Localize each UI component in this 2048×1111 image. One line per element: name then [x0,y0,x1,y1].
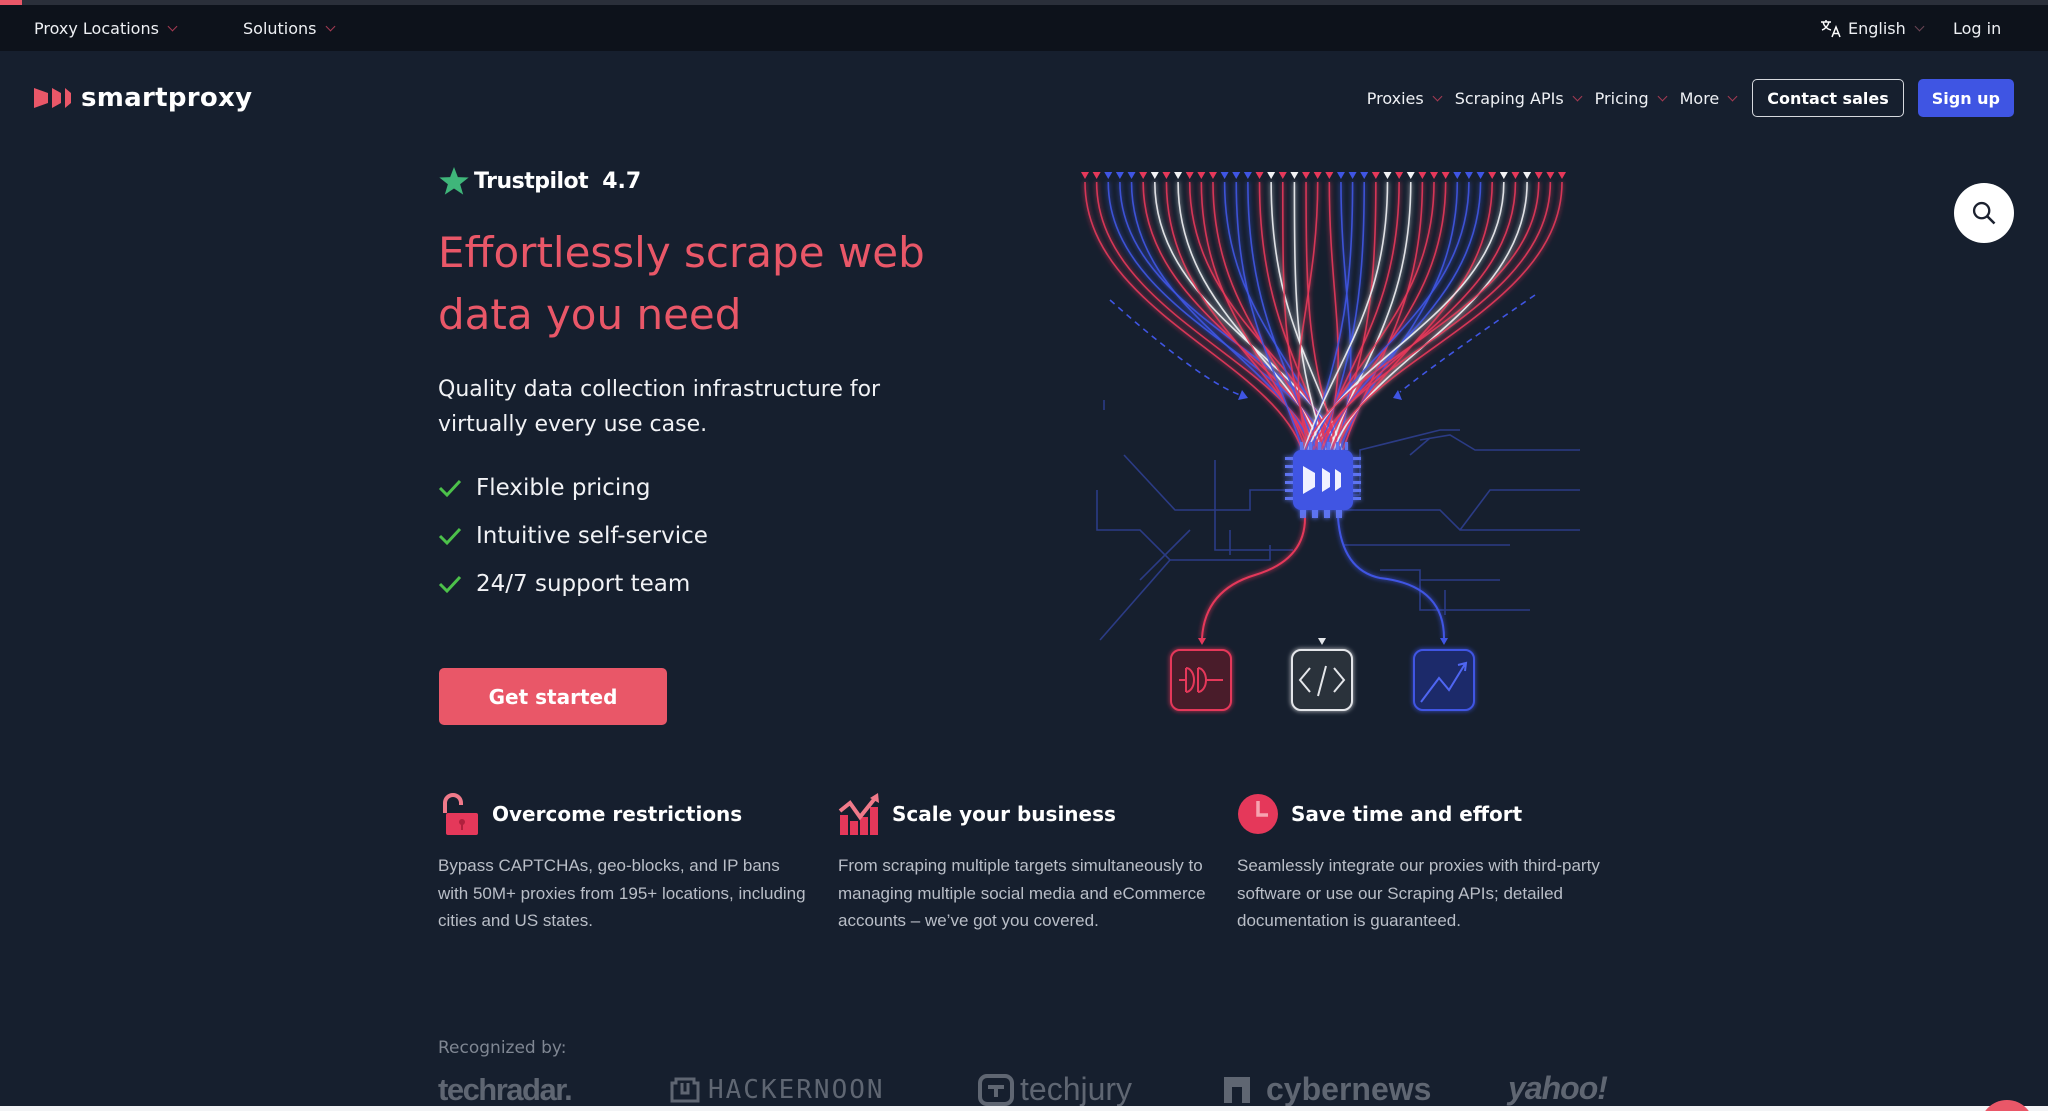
techjury-icon [978,1073,1014,1106]
get-started-button[interactable]: Get started [439,668,667,725]
techradar-logo-text: techradar. [438,1071,573,1107]
trustpilot-score: 4.7 [602,168,642,194]
nav-pricing[interactable]: Pricing [1594,88,1668,108]
plug-icon [1170,649,1232,711]
chevron-down-icon [1432,91,1443,101]
benefit-card: Overcome restrictions Bypass CAPTCHAs, g… [438,792,808,935]
chevron-down-icon [1572,91,1583,101]
language-label: English [1848,18,1906,38]
contact-sales-button[interactable]: Contact sales [1752,79,1904,117]
nav-scraping-apis[interactable]: Scraping APIs [1454,88,1583,108]
hackernoon-logo[interactable]: HACKERNOON [668,1068,885,1111]
code-icon [1291,649,1353,711]
login-label: Log in [1953,18,2002,38]
page-progress-fill [0,0,22,5]
logo-text: smartproxy [81,83,253,113]
benefit-text: Bypass CAPTCHAs, geo-blocks, and IP bans… [438,856,806,930]
feature-label: 24/7 support team [476,571,691,597]
star-icon [439,167,469,195]
viewport-bottom-edge [0,1106,2048,1111]
hero-title: Effortlessly scrape web data you need [438,228,925,339]
check-icon [438,479,462,498]
logo-mark-icon [34,88,71,108]
utility-bar: Proxy Locations Solutions English Log in [0,5,2048,51]
nav-more[interactable]: More [1679,88,1738,108]
smartproxy-logo[interactable]: smartproxy [34,83,252,113]
recognized-by-label: Recognized by: [438,1038,567,1058]
feature-label: Flexible pricing [476,475,651,501]
chevron-down-icon [1914,21,1925,31]
nav-proxies-label: Proxies [1366,88,1424,108]
trend-chart-icon [1413,649,1475,711]
nav-more-label: More [1679,88,1720,108]
nav-links: Proxies Scraping APIs Pricing More Conta… [1367,79,2014,117]
clock-icon [1238,794,1278,834]
benefit-card: Scale your business From scraping multip… [838,792,1208,935]
chevron-down-icon [325,21,335,31]
chevron-down-icon [1657,91,1668,101]
cybernews-icon [1224,1076,1250,1103]
data-funnel-illustration [1081,172,1580,711]
trustpilot-name: Trustpilot [474,168,589,194]
page-progress-track [0,0,2048,5]
trustpilot-rating[interactable]: Trustpilot 4.7 [438,165,641,197]
translate-icon [1821,20,1841,38]
solutions-menu[interactable]: Solutions [243,5,335,51]
techradar-logo[interactable]: techradar. [438,1068,573,1111]
check-icon [438,527,462,546]
chevron-down-icon [167,21,178,31]
feature-item: Flexible pricing [438,464,708,512]
chat-widget-button[interactable] [1980,1100,2034,1111]
proxy-locations-menu[interactable]: Proxy Locations [34,5,178,51]
feature-item: 24/7 support team [438,560,708,608]
techjury-logo-text: techjury [1020,1071,1133,1107]
nav-proxies[interactable]: Proxies [1366,88,1443,108]
hackernoon-logo-text: HACKERNOON [708,1074,885,1105]
language-selector[interactable]: English [1820,5,1925,51]
yahoo-logo-text: yahoo! [1508,1070,1608,1106]
benefit-text: Seamlessly integrate our proxies with th… [1237,856,1600,930]
main-navigation: smartproxy Proxies Scraping APIs Pricing… [0,51,2048,141]
press-logos: techradar. HACKERNOON techjury cybernews… [438,1068,1638,1111]
search-button[interactable] [1954,183,2014,243]
cybernews-logo[interactable]: cybernews [1222,1068,1431,1111]
techjury-logo[interactable]: techjury [978,1068,1132,1111]
cybernews-logo-text: cybernews [1266,1071,1432,1107]
chevron-down-icon [1727,91,1738,101]
nav-scraping-apis-label: Scraping APIs [1454,88,1564,108]
proxy-locations-label: Proxy Locations [34,18,159,38]
benefit-text: From scraping multiple targets simultane… [838,856,1206,930]
features-list: Flexible pricing Intuitive self-service … [438,464,708,608]
nav-pricing-label: Pricing [1594,88,1649,108]
solutions-label: Solutions [243,18,317,38]
yahoo-news-logo[interactable]: yahoo! [1508,1068,1608,1111]
login-link[interactable]: Log in [1953,5,2001,51]
hero-subtitle: Quality data collection infrastructure f… [438,377,881,437]
feature-item: Intuitive self-service [438,512,708,560]
hackernoon-icon [670,1077,700,1102]
unlock-icon [443,793,478,835]
growth-chart-icon [838,793,879,835]
feature-label: Intuitive self-service [476,523,708,549]
benefit-title: Scale your business [892,802,1116,826]
search-icon [1972,201,1996,225]
check-icon [438,575,462,594]
benefit-title: Save time and effort [1291,802,1523,826]
sign-up-button[interactable]: Sign up [1917,79,2014,117]
benefit-title: Overcome restrictions [492,802,743,826]
benefit-card: Save time and effort Seamlessly integrat… [1237,792,1607,935]
